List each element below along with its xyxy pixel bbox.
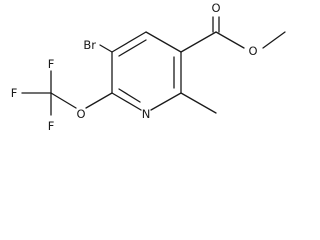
bond-c5-br [99,44,113,53]
atom-label-carbonyl-o: O [211,1,220,15]
bond-n-c6 [111,92,142,111]
bond-ester-o-methyl [262,31,286,49]
bond-c5-c4-inner [118,39,147,57]
atom-label-ester-o: O [248,44,257,58]
bond-c4-c3 [145,31,182,53]
atom-label-f-bottom: F [48,119,55,133]
bond-carbonyl-ester-o [215,31,245,49]
bond-c6-o-ether [85,92,113,109]
atom-label-f-top: F [48,57,55,71]
bond-c2-n [150,92,182,111]
bond-c5-c4 [111,31,147,53]
bond-o-ether-cf3 [50,92,77,109]
bond-c3-carbonyl-carbon [180,31,217,53]
molecule-structure-diagram: Br O O N O F F F [11,1,286,133]
atom-label-ether-o: O [76,107,85,121]
atom-label-f-left: F [11,86,18,100]
bond-c2-methyl [180,92,217,114]
atom-label-br: Br [83,38,96,52]
atom-label-n: N [142,107,151,121]
bond-n-c6-inner [118,88,141,103]
